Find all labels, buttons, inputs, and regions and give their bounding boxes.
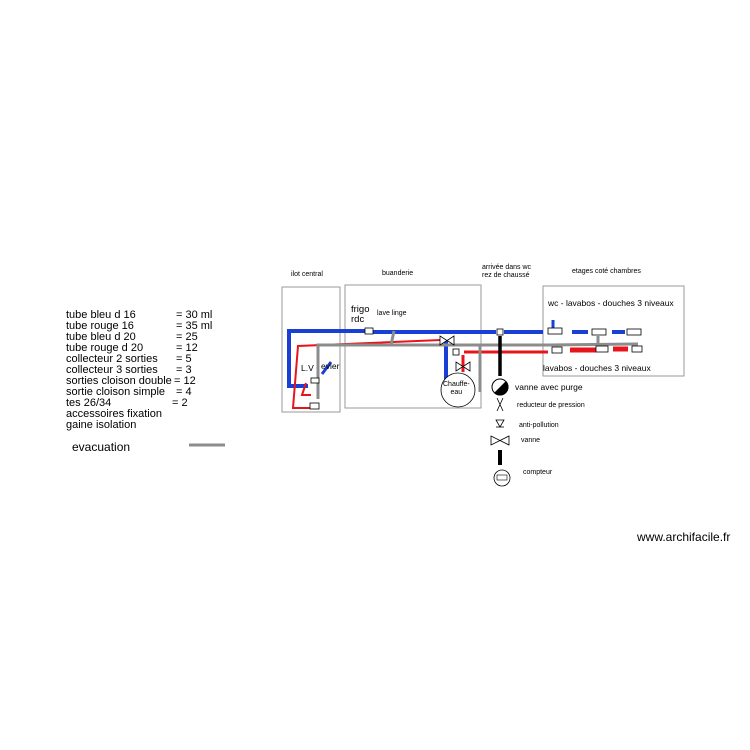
collector-bottom-2: [595, 345, 609, 353]
lv-collector: [309, 402, 320, 410]
water-heater: [440, 372, 476, 408]
vanne-icon: [490, 435, 510, 446]
legend-item: accessoires fixation: [66, 408, 162, 420]
zone-title-buanderie: buanderie: [382, 270, 414, 277]
anti-pollution-label: anti-pollution: [519, 422, 559, 429]
frigo-outlet: [364, 327, 374, 335]
legend-item: tube bleu d 16= 30 ml: [66, 309, 213, 321]
legend-item: tube rouge 16= 35 ml: [66, 320, 213, 332]
collector-top-3: [626, 328, 642, 336]
watermark: www.archifacile.fr: [637, 530, 731, 544]
etage-top-label: wc - lavabos - douches 3 niveaux: [548, 298, 674, 308]
anti-pollution-icon: [495, 419, 505, 428]
evier-outlet: [310, 377, 320, 384]
legend-item: sorties cloison double= 12: [66, 375, 196, 387]
collector-bottom-1: [551, 346, 563, 354]
evacuation-legend-label: evacuation: [72, 440, 131, 454]
vanne-label: vanne: [521, 437, 541, 444]
compteur-icon: [493, 469, 511, 487]
chauffe-eau-label: Chauffe- eau: [443, 381, 470, 397]
legend-item: gaine isolation: [66, 419, 137, 431]
etage-bottom-label: lavabos - douches 3 niveaux: [543, 363, 651, 373]
collector-top-2: [591, 328, 607, 336]
zone-title-etages: etages coté chambres: [572, 268, 641, 275]
legend-item: tes 26/34= 2: [66, 397, 188, 409]
legend-item: collecteur 2 sorties= 5: [66, 353, 192, 365]
reducteur-label: reducteur de pression: [517, 402, 585, 409]
lv-label: L.V: [301, 363, 314, 373]
collector-top-1: [547, 327, 563, 335]
evier-label: evier: [321, 361, 340, 371]
valve-icon: [439, 335, 471, 372]
compteur-label: compteur: [523, 469, 553, 476]
heater-tee: [452, 348, 460, 356]
vanne-purge-icon: [491, 378, 509, 396]
lave-linge-label: lave linge: [377, 310, 407, 317]
hot-water-pipes: [291, 339, 628, 409]
arrival-tee: [496, 328, 504, 336]
legend-item: tube bleu d 20= 25: [66, 331, 198, 343]
fittings: [309, 327, 643, 410]
reducteur-icon: [496, 397, 504, 412]
frigo-label: frigo rdc: [351, 304, 370, 325]
zone-title-ilot: ilot central: [291, 271, 323, 278]
vanne-purge-label: vanne avec purge: [515, 382, 583, 392]
legend-item: sortie cloison simple= 4: [66, 386, 192, 398]
zone-ilot-central: [281, 286, 341, 413]
legend-item: collecteur 3 sorties= 3: [66, 364, 192, 376]
zone-title-arrivee: arrivée dans wc rez de chaussé: [482, 264, 532, 280]
collector-bottom-3: [631, 345, 643, 353]
legend-item: tube rouge d 20= 12: [66, 342, 198, 354]
